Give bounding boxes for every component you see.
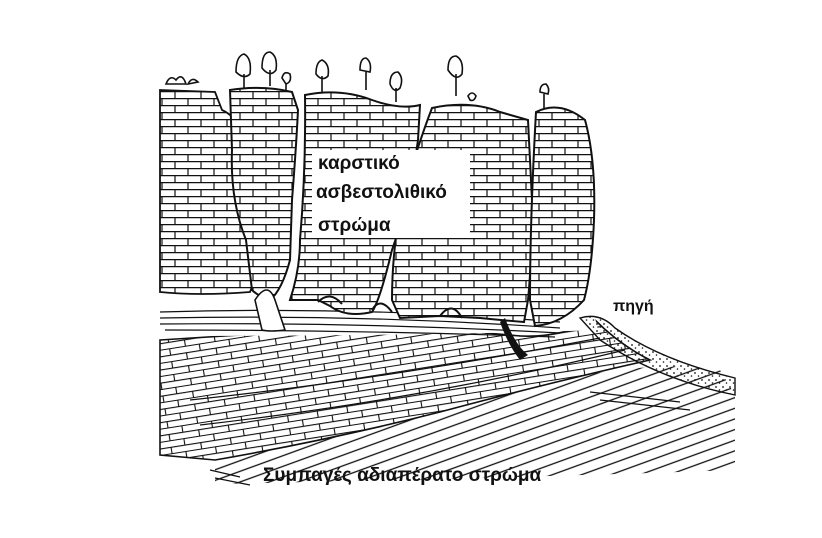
karst-column-4: [530, 108, 594, 327]
tree-icon: [390, 72, 402, 102]
tree-icon: [282, 73, 291, 92]
label-karst-line3: στρώμα: [318, 215, 391, 236]
tree-icon: [448, 56, 462, 96]
label-karst-line2: ασβεστολιθικό: [316, 182, 447, 203]
label-impermeable-layer: Συμπαγές αδιαπέρατο στρώμα: [263, 465, 542, 486]
tree-icon: [316, 60, 328, 92]
tree-icon: [540, 84, 549, 108]
label-spring: πηγή: [613, 298, 654, 315]
tree-icon: [262, 52, 276, 86]
tree-icon: [236, 54, 250, 88]
label-karst-line1: καρστικό: [318, 153, 400, 174]
tree-icon: [360, 58, 371, 90]
tree-icon: [188, 79, 198, 84]
tree-icon: [166, 77, 186, 84]
tree-icon: [468, 93, 476, 101]
